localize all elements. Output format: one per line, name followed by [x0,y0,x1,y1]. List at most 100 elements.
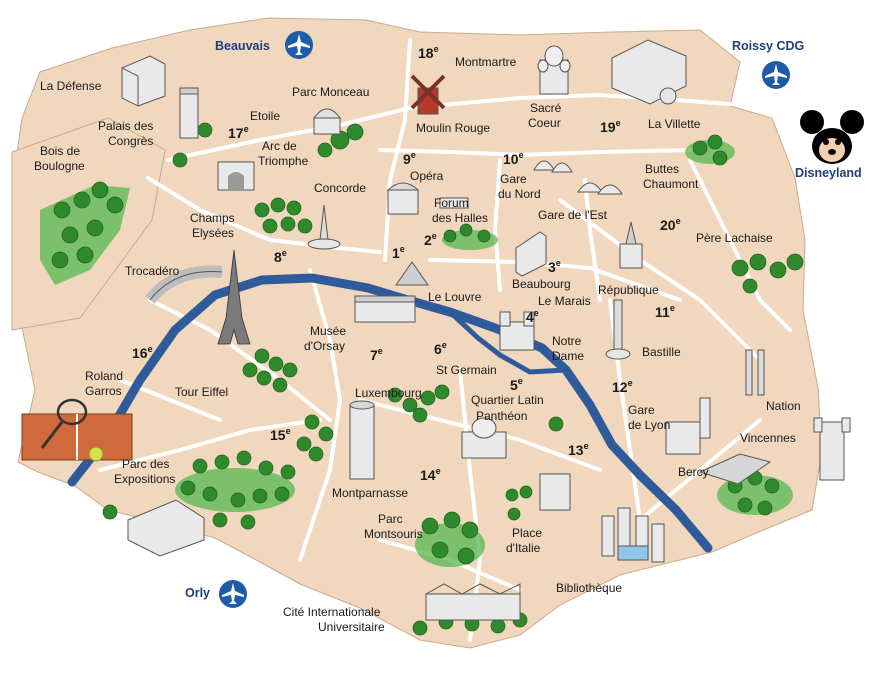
seine-river [67,273,713,553]
label-st-germain: St Germain [436,363,497,377]
street [638,418,762,522]
beauvais-airport[interactable]: Beauvais [215,31,313,59]
gare-de-lyon-icon [665,397,711,455]
tree-group-bois [51,181,124,269]
label-republique: République [598,283,659,297]
vincennes-keep-icon [813,417,851,481]
parc-monceau-rotunda-icon [313,108,341,135]
label-arc-l2: Triomphe [258,154,309,168]
label-musee-l2: d'Orsay [304,339,345,353]
notre-dame-icon [499,311,535,351]
republique-statue-icon [619,221,643,269]
label-etoile: Etoile [250,109,280,123]
label-gare-est: Gare de l'Est [538,208,608,222]
la-villette-icon [611,39,687,105]
paris-land [11,17,823,649]
label-palais-l1: Palais des [98,119,153,133]
label-pantheon: Panthéon [476,409,527,423]
label-tour-eiffel: Tour Eiffel [175,385,228,399]
label-gare-nord-l1: Gare [500,172,527,186]
label-concorde: Concorde [314,181,366,195]
concorde-obelisk-icon [307,204,341,250]
tree-group-etoile [172,122,213,168]
tree-group-montsouris [421,511,479,565]
arrondissement-8: 8e [274,248,287,265]
louvre-pyramid-icon [395,261,429,286]
tennis-racket-icon [40,398,104,462]
label-le-marais: Le Marais [538,294,591,308]
airplane-icon [762,61,790,89]
label-bois-l2: Boulogne [34,159,85,173]
trocadero-icon [145,265,223,304]
label-musee-l1: Musée [310,324,346,338]
tree-group-pere-lachaise [731,253,804,294]
arrondissement-6: 6e [434,340,447,357]
street [383,38,412,262]
arrondissement-17: 17e [228,124,249,141]
trees [51,122,804,636]
label-palais-l2: Congrès [108,134,153,148]
label-nation: Nation [766,399,801,413]
arrondissement-14: 14e [420,466,441,483]
orly-label: Orly [185,586,210,600]
label-moulin-rouge: Moulin Rouge [416,121,490,135]
disneyland-label: Disneyland [795,166,862,180]
airplane-icon [285,31,313,59]
arrondissement-13: 13e [568,441,589,458]
arrondissement-numbers: 18e 17e 19e 9e 10e 20e 2e 1e 8e 3e 4e 11… [132,44,681,483]
arrondissement-9: 9e [403,150,416,167]
label-cite-l1: Cité Internationale [283,605,381,619]
label-forum-l2: des Halles [432,211,488,225]
label-roland-l1: Roland [85,369,123,383]
arrondissement-11: 11e [655,303,675,320]
seine-arm [448,310,567,375]
bibliotheque-towers-icon [601,507,665,563]
label-sacre-l2: Coeur [528,116,561,130]
label-bois-l1: Bois de [40,144,80,158]
eiffel-tower-icon [217,249,251,345]
bastille-column-icon [605,299,631,360]
arrondissement-7: 7e [370,346,383,363]
label-montsouris-l2: Montsouris [364,527,423,541]
parc-des-expositions-icon [127,499,205,557]
arrondissement-18: 18e [418,44,439,61]
pantheon-icon [461,417,507,459]
label-cite-l2: Universitaire [318,620,385,634]
beaubourg-icon [515,231,547,277]
tree-group-pantheon [548,416,564,432]
arrondissement-16: 16e [132,344,153,361]
street [146,176,382,254]
street [583,178,602,302]
street [166,92,732,162]
label-roland-l2: Garros [85,384,122,398]
label-notre-l2: Dame [552,349,584,363]
la-defense-building-icon [121,55,166,107]
label-place-l1: Place [512,526,542,540]
label-trocadero: Trocadéro [125,264,180,278]
roissy-airport[interactable]: Roissy CDG [732,39,804,89]
label-le-louvre: Le Louvre [428,290,482,304]
label-montmartre: Montmartre [455,55,517,69]
monuments [21,39,864,621]
tree-group-eiffel [242,348,298,393]
label-gare-lyon-l1: Gare [628,403,655,417]
label-parc-exp-l2: Expositions [114,472,175,486]
label-montsouris-l1: Parc [378,512,403,526]
place-d-italie-icon [539,473,571,511]
label-la-villette: La Villette [648,117,701,131]
label-notre-l1: Notre [552,334,582,348]
opera-icon [386,182,420,215]
arc-de-triomphe-icon [217,161,255,191]
arrondissement-1: 1e [392,244,405,261]
orly-airport[interactable]: Orly [185,580,247,608]
street [558,198,762,362]
label-parc-monceau: Parc Monceau [292,85,369,99]
palais-des-congres-icon [179,87,199,139]
tree-group-15 [296,414,334,462]
arrondissement-3: 3e [548,258,561,275]
tree-group-lux [387,384,450,423]
street [492,158,502,292]
street [298,268,343,562]
label-la-defense: La Défense [40,79,102,93]
label-bercy: Bercy [678,465,709,479]
